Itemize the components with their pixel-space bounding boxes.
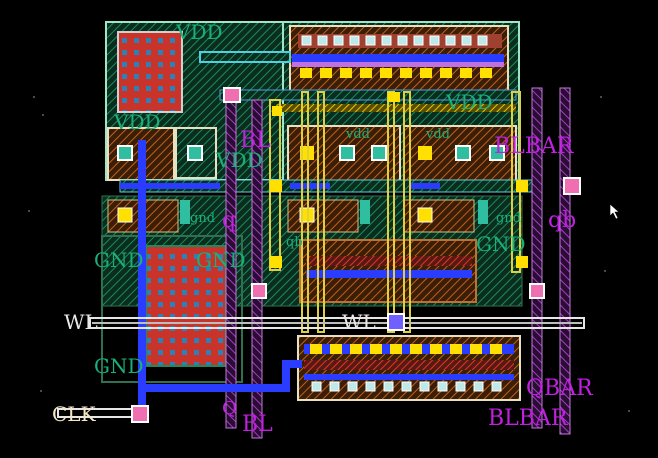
gnd-label-left: GND	[94, 248, 144, 272]
nmos-strip-vias	[310, 344, 502, 354]
pmos-metal-band	[292, 54, 504, 62]
qb-label-right: qb	[548, 208, 577, 233]
pmos-vias	[300, 68, 492, 78]
metal-rail-lower	[276, 104, 516, 112]
mouse-cursor	[609, 203, 620, 220]
vdd-label-left: VDD	[114, 110, 161, 134]
q-label-top: q	[222, 208, 237, 233]
wl-label-mid: WL	[342, 310, 376, 334]
wl-label-left: WL	[64, 310, 98, 334]
vdd-label-right: VDD	[446, 90, 493, 114]
clk-route-h2	[282, 360, 302, 368]
cell-contacts	[117, 145, 505, 161]
metal1-vertical	[138, 140, 146, 410]
nmos-strip-blue	[304, 374, 514, 380]
metal-rail-upper	[219, 89, 517, 101]
gnd-label-left-2: GND	[94, 354, 144, 378]
vdd-rail	[199, 51, 291, 63]
qbar-label: QBAR	[526, 376, 593, 401]
gnd-label-right: GND	[476, 232, 526, 256]
clk-route-h	[138, 384, 288, 392]
clk-label: CLK	[52, 402, 96, 426]
bitline-blbar	[559, 87, 571, 435]
nmos-strip-poly	[304, 344, 514, 354]
q-label-bottom: Q	[222, 398, 237, 419]
vdd-label-mid: VDD	[216, 148, 263, 172]
nmos-right	[403, 199, 475, 233]
bitline-qb	[531, 87, 543, 429]
pmos-poly-band	[292, 62, 504, 67]
bl-label-bottom: BL	[242, 412, 273, 437]
poly-verticals	[269, 91, 521, 333]
gnd-label-mid: GND	[196, 248, 246, 272]
background-dots	[28, 96, 630, 412]
nmos-strip-contacts	[311, 381, 502, 392]
nmos-strip-red	[304, 360, 514, 370]
vdd-cell-label-2: vdd	[426, 127, 450, 142]
gnd-cell-label: gnd	[190, 211, 216, 226]
metal1-blue-stripe-3	[410, 183, 440, 189]
metal1-blue-stripe	[120, 183, 220, 189]
pmos-contacts-top	[301, 35, 488, 46]
vdd-label-top: VDD	[176, 20, 223, 44]
bl-label-top: BL	[240, 128, 271, 153]
nmos-contacts	[117, 200, 488, 224]
clk-route-v	[282, 360, 290, 392]
gnd-well	[101, 235, 243, 383]
blbar-label-top: BLBAR	[494, 134, 574, 159]
vdd-cell-label: vdd	[346, 127, 370, 142]
vdd-tap-block	[117, 31, 183, 113]
cell-left-2	[175, 127, 217, 179]
bitline-bl	[251, 99, 263, 439]
wordline	[89, 317, 585, 329]
via-markers	[131, 87, 581, 423]
gnd-tap-block	[145, 245, 227, 367]
metal1-blue-stripe-2	[290, 183, 330, 189]
blbar-label-bottom: BLBAR	[488, 406, 568, 431]
qb-label-mid: qb	[286, 235, 303, 250]
gnd-cell-label-2: gnd	[496, 211, 522, 226]
